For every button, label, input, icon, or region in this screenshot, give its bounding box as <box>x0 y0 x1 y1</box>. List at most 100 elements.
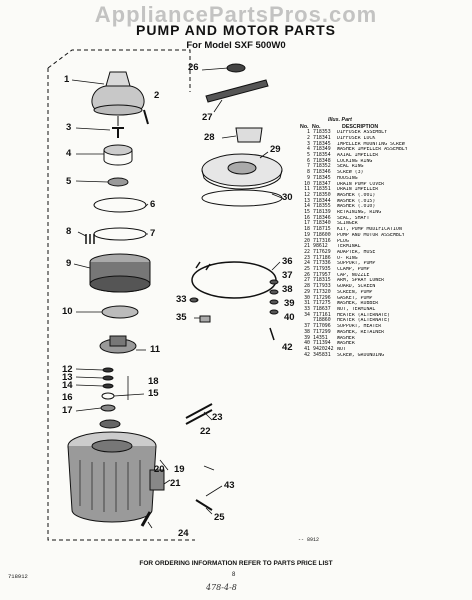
row-part-no: 718600 <box>313 231 331 238</box>
row-part-no: 718341 <box>313 134 331 141</box>
callout-leaders <box>71 67 283 529</box>
callout-27: 27 <box>202 112 213 123</box>
row-description: PUMP AND MOTOR ASSEMBLY <box>337 232 405 238</box>
callout-20: 20 <box>154 464 165 475</box>
row-illus-no: 28 <box>304 283 310 290</box>
row-description: WASHER <box>337 335 355 341</box>
callout-36: 36 <box>282 256 293 267</box>
row-part-no: 718637 <box>313 306 331 312</box>
row-part-no: 717161 <box>313 311 331 318</box>
doc-code: 718912 <box>8 573 28 580</box>
row-description: HEATER (ALTERNATE) <box>337 318 390 324</box>
row-part-no: 717957 <box>313 271 331 278</box>
callout-21: 21 <box>170 478 181 489</box>
drain-impeller-drawing <box>99 335 137 354</box>
callout-39: 39 <box>284 298 295 309</box>
row-part-no: 718344 <box>313 197 331 204</box>
callout-23: 23 <box>212 412 223 423</box>
page-title: PUMP AND MOTOR PARTS <box>136 22 336 38</box>
row-illus-no: 7 <box>307 163 310 170</box>
row-part-no: 717316 <box>313 237 331 244</box>
mounting-screw-drawing <box>112 127 124 138</box>
row-description: DRAIN IMPELLER <box>337 187 379 193</box>
callout-43: 43 <box>224 480 235 491</box>
row-part-no: 718346 <box>313 169 331 176</box>
callout-4: 4 <box>66 148 72 159</box>
callout-42: 42 <box>282 342 293 353</box>
callout-2: 2 <box>154 90 160 101</box>
callout-26: 26 <box>188 62 199 73</box>
heater-hardware-drawing <box>269 279 279 341</box>
row-illus-no: 14 <box>304 203 310 210</box>
drain-cover-drawing <box>101 305 139 319</box>
row-part-no: 718350 <box>313 191 331 198</box>
row-part-no: 717186 <box>313 254 331 261</box>
table-row: 718860 HEATER (ALTERNATE) <box>300 318 465 324</box>
row-description: CLAMP, PUMP <box>337 267 370 273</box>
row-illus-no: 9 <box>307 174 310 181</box>
row-illus-no: 4 <box>307 146 310 153</box>
row-part-no: 718860 <box>313 317 331 324</box>
page-number: 8 <box>232 572 236 578</box>
row-part-no: 717629 <box>313 248 331 255</box>
row-description: IMPELLER MOUNTING SCREW <box>337 141 405 147</box>
callout-15: 15 <box>148 388 159 399</box>
parts-list-header: No. No. DESCRIPTION <box>300 124 465 131</box>
row-description: NUT <box>337 346 346 352</box>
row-illus-no: 3 <box>307 140 310 147</box>
row-illus-no: 22 <box>304 248 310 255</box>
row-part-no: 717933 <box>313 283 331 290</box>
callout-12: 12 <box>62 364 73 375</box>
row-description: ADAPTER, HOSE <box>337 249 376 255</box>
row-part-no: 718354 <box>313 152 331 159</box>
row-part-no: 9420242 <box>313 345 334 352</box>
row-illus-no: 42 <box>304 351 310 358</box>
callout-38: 38 <box>282 284 293 295</box>
row-illus-no: 26 <box>304 271 310 278</box>
callout-24: 24 <box>178 528 189 539</box>
col-description: DESCRIPTION <box>342 123 379 130</box>
callout-19: 19 <box>174 464 185 475</box>
callout-17: 17 <box>62 405 73 416</box>
callout-25: 25 <box>214 512 225 523</box>
row-description: DIFFUSER LOCK <box>337 135 376 141</box>
row-description: WASHER <box>337 341 355 347</box>
row-part-no: 718355 <box>313 203 331 210</box>
row-part-no: 345831 <box>313 351 331 358</box>
row-part-no: 718340 <box>313 220 331 227</box>
locking-ring-drawing <box>93 197 147 213</box>
pump-screen-drawing <box>201 153 283 190</box>
row-description: SEAL RING <box>337 164 364 170</box>
seal-ring-drawing <box>93 227 147 241</box>
callout-33: 33 <box>176 294 187 305</box>
row-description: WASHER (.010) <box>337 204 376 210</box>
row-part-no: 718348 <box>313 157 331 164</box>
row-illus-no: 21 <box>304 243 310 250</box>
row-illus-no: 5 <box>307 152 310 159</box>
row-illus-no: 29 <box>304 288 310 295</box>
row-part-no: 718345 <box>313 174 331 181</box>
row-description: RETAINING, RING <box>337 210 382 216</box>
gasket-drawing <box>201 189 283 207</box>
callout-5: 5 <box>66 176 72 187</box>
callout-22: 22 <box>200 426 211 437</box>
pump-motor-drawing <box>67 431 165 523</box>
ordering-footer: FOR ORDERING INFORMATION REFER TO PARTS … <box>139 560 333 567</box>
row-description: HOUSING <box>337 175 358 181</box>
row-description: WASHER (.001) <box>337 192 376 198</box>
row-description: SCREW (3) <box>337 170 364 176</box>
callout-7: 7 <box>150 228 156 239</box>
